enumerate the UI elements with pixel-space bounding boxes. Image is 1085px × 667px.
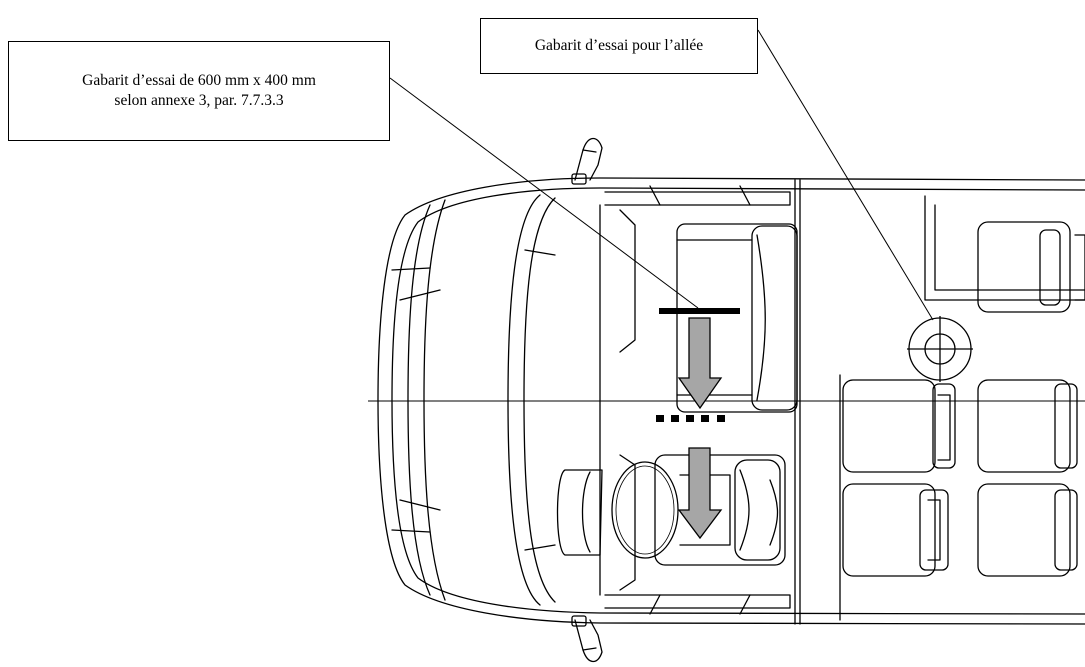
rear-seat-row1-right — [977, 221, 1085, 313]
aisle-template-symbol — [907, 316, 973, 382]
door-bottom — [604, 594, 791, 615]
arrow-down-upper — [677, 317, 723, 410]
callout-template-line1: Gabarit d’essai de 600 mm x 400 mm — [82, 72, 316, 89]
callout-template-line2: selon annexe 3, par. 7.7.3.3 — [114, 92, 284, 109]
driver-footwell — [556, 469, 603, 556]
mirror-bottom — [571, 615, 603, 663]
arrow-down-lower — [677, 447, 723, 540]
leader-line-template — [389, 77, 699, 309]
template-start-bar — [659, 308, 740, 314]
steering-wheel — [611, 461, 679, 559]
front-passenger-seat — [676, 223, 798, 413]
test-template-600x400 — [656, 308, 740, 540]
rear-seat-row3-left — [842, 483, 949, 577]
callout-aisle-line1: Gabarit d’essai pour l’allée — [534, 37, 704, 54]
rear-seat-row3-right — [977, 483, 1078, 577]
rear-seat-row2-left — [842, 379, 956, 473]
steering-wheel-inner — [615, 465, 675, 555]
mirror-top — [571, 137, 603, 185]
template-end-dashed — [656, 415, 725, 422]
rear-compartment-frame — [839, 195, 1085, 621]
callout-aisle-template: Gabarit d’essai pour l’allée — [480, 18, 758, 74]
windscreen — [507, 194, 636, 606]
callout-template-600x400: Gabarit d’essai de 600 mm x 400 mm selon… — [8, 41, 390, 141]
b-pillar — [794, 179, 801, 625]
vehicle-body-outline — [377, 177, 1085, 625]
door-top — [604, 185, 791, 206]
rear-seat-row2-right — [977, 379, 1078, 473]
leader-line-aisle — [757, 29, 934, 321]
